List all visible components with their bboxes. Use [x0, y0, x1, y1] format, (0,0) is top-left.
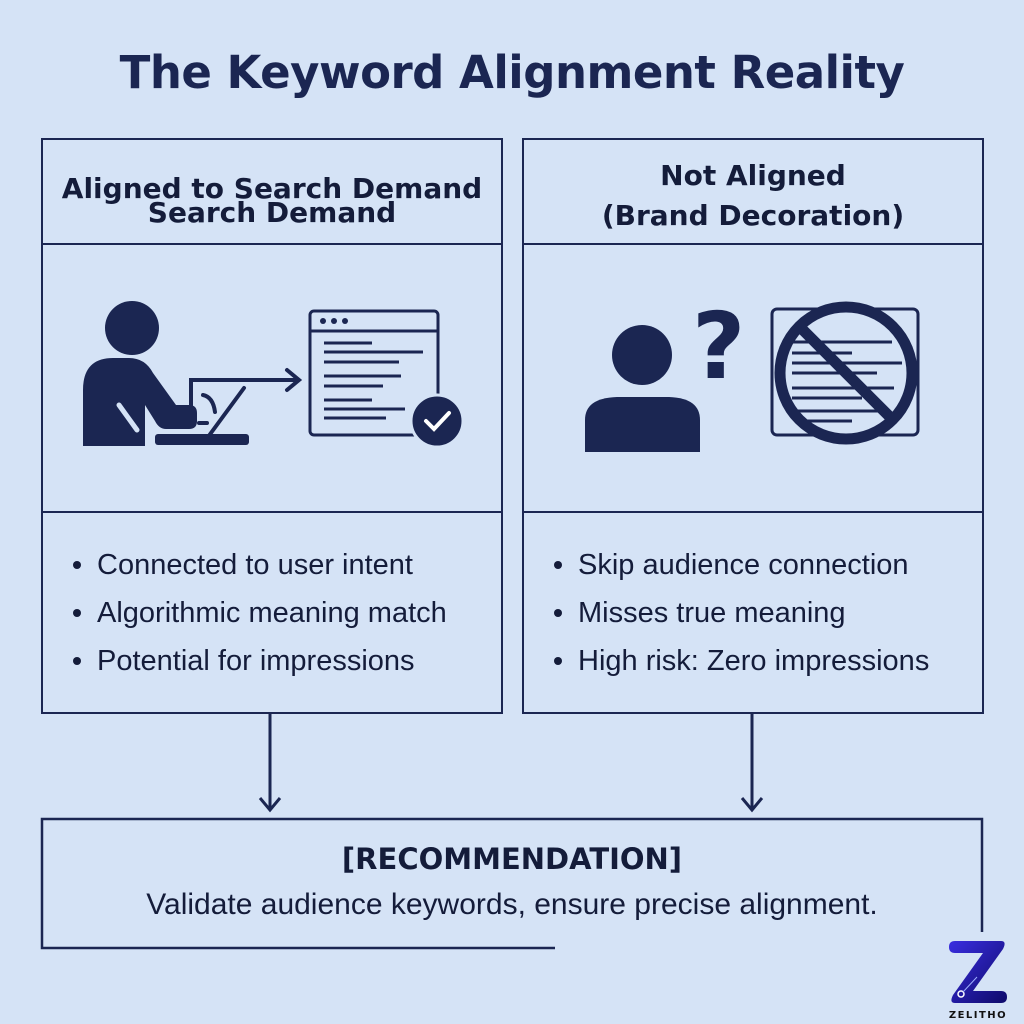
bullet-text: Potential for impressions	[97, 645, 415, 677]
confused-user-blocked-page-icon: ?	[585, 293, 920, 452]
page-title: The Keyword Alignment Reality	[119, 46, 905, 99]
recommendation-text: Validate audience keywords, ensure preci…	[146, 888, 878, 921]
recommendation-box	[40, 817, 984, 950]
divider	[41, 243, 503, 245]
aligned-bullets: Connected to user intent Algorithmic mea…	[73, 541, 447, 685]
aligned-panel	[41, 138, 503, 714]
list-item: High risk: Zero impressions	[554, 637, 929, 685]
bullet-text: Misses true meaning	[578, 597, 846, 629]
zelitho-logo: ZELITHO	[949, 941, 1007, 1021]
down-arrow-icon	[740, 714, 764, 813]
bullet-icon	[554, 657, 562, 665]
list-item: Potential for impressions	[73, 637, 447, 685]
list-item: Misses true meaning	[554, 589, 929, 637]
question-mark-icon: ?	[692, 293, 745, 400]
list-item: Skip audience connection	[554, 541, 929, 589]
bullet-icon	[554, 561, 562, 569]
down-arrow-icon	[258, 714, 282, 813]
bullet-icon	[73, 657, 81, 665]
recommendation-title: [RECOMMENDATION]	[341, 842, 683, 876]
not-aligned-bullets: Skip audience connection Misses true mea…	[554, 541, 929, 685]
not-aligned-panel	[522, 138, 984, 714]
bullet-text: High risk: Zero impressions	[578, 645, 930, 677]
header-line: Search Demand	[147, 196, 397, 229]
logo-text: ZELITHO	[949, 1010, 1007, 1021]
aligned-header: Aligned to Search Demand Search Demand	[41, 174, 503, 228]
bullet-text: Skip audience connection	[578, 549, 909, 581]
not-aligned-header: Not Aligned (Brand Decoration)	[522, 156, 984, 236]
divider	[522, 511, 984, 513]
bullet-icon	[554, 609, 562, 617]
list-item: Connected to user intent	[73, 541, 447, 589]
divider	[522, 243, 984, 245]
bullet-text: Algorithmic meaning match	[97, 597, 447, 629]
bullet-icon	[73, 609, 81, 617]
list-item: Algorithmic meaning match	[73, 589, 447, 637]
user-laptop-to-page-icon	[83, 301, 465, 449]
bullet-icon	[73, 561, 81, 569]
header-line: Aligned to Search Demand	[61, 172, 483, 205]
divider	[41, 511, 503, 513]
bullet-text: Connected to user intent	[97, 549, 413, 581]
header-line: Not Aligned	[660, 159, 846, 192]
header-line: (Brand Decoration)	[601, 199, 905, 232]
